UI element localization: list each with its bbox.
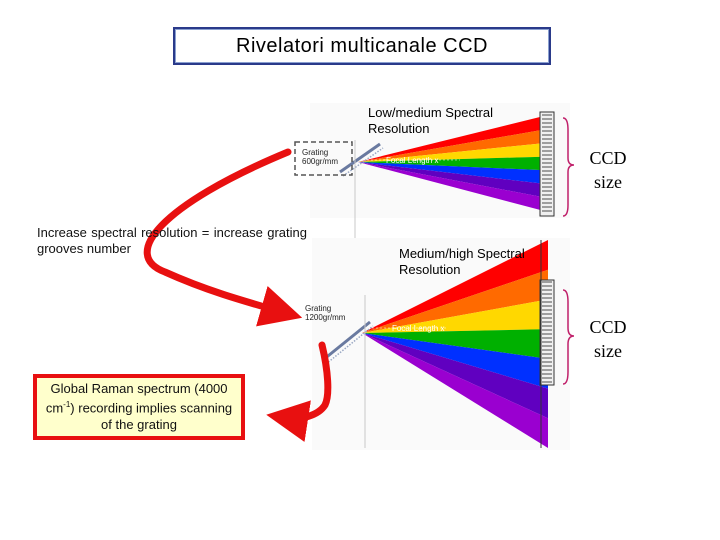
raman-note-box: Global Raman spectrum (4000 cm-1) record… (33, 374, 245, 440)
spectrum-band (362, 240, 548, 333)
top-ccd-brace (562, 117, 575, 217)
raman-note-pre: Global Raman spectrum (4000 cm (45, 381, 228, 416)
top-spectrometer (294, 103, 575, 250)
spectrum-band (358, 115, 548, 162)
spectrum-band (358, 128, 548, 162)
spectrum-band (362, 269, 548, 333)
raman-note: Global Raman spectrum (4000 cm-1) record… (41, 381, 237, 432)
bottom-ccd-line2: size (594, 341, 622, 361)
bottom-grating-label: Grating 1200gr/mm (305, 304, 345, 322)
bottom-spectrometer (312, 238, 575, 450)
bottom-grating-icon (322, 295, 374, 448)
top-ccd-line1: CCD (589, 148, 627, 168)
title-box: Rivelatori multicanale CCD (173, 27, 551, 65)
bottom-heading-line2: Resolution (399, 262, 461, 277)
bottom-heading-line1: Medium/high Spectral (399, 246, 525, 261)
spectrum-band (362, 329, 548, 359)
raman-note-sup: -1 (63, 400, 71, 410)
bottom-focal-label: Focal Length x (392, 324, 445, 333)
spectrum-band (358, 142, 548, 162)
bottom-ccd-brace (562, 289, 575, 385)
spectrum-band (362, 333, 548, 448)
bottom-heading: Medium/high Spectral Resolution (399, 246, 525, 278)
raman-note-post: ) recording implies scanning of the grat… (70, 400, 233, 432)
top-grating-label-line2: 600gr/mm (302, 157, 339, 166)
bottom-ccd-line1: CCD (589, 317, 627, 337)
bottom-ccd-size-label: CCD size (578, 315, 638, 363)
grating-change-arrow (143, 148, 303, 327)
bottom-spectrum-fan (362, 240, 548, 448)
top-heading: Low/medium Spectral Resolution (368, 105, 493, 137)
top-ccd-size-label: CCD size (578, 146, 638, 194)
bottom-detector (539, 240, 555, 448)
bottom-grating-label-line2: 1200gr/mm (305, 313, 346, 322)
top-ccd-line2: size (594, 172, 622, 192)
top-grating-label: Grating 600gr/mm (302, 148, 338, 166)
bottom-grating-label-line1: Grating (305, 304, 332, 313)
top-heading-line1: Low/medium Spectral (368, 105, 493, 120)
resolution-note: Increase spectral resolution = increase … (37, 225, 307, 256)
page-title: Rivelatori multicanale CCD (236, 34, 488, 57)
spectrum-band (358, 162, 548, 185)
spectrum-band (358, 156, 548, 171)
top-grating-icon (339, 140, 384, 250)
top-grating-label-line1: Grating (302, 148, 329, 157)
top-heading-line2: Resolution (368, 121, 430, 136)
top-grating-label-frame (294, 141, 353, 176)
top-spectrum-fan (358, 115, 548, 212)
scan-arrow (266, 341, 332, 442)
spectrum-band (362, 299, 548, 333)
top-detector (539, 111, 555, 217)
spectrum-band (362, 333, 548, 389)
spectrum-band (358, 162, 548, 212)
top-focal-label: Focal Length x (386, 156, 439, 165)
